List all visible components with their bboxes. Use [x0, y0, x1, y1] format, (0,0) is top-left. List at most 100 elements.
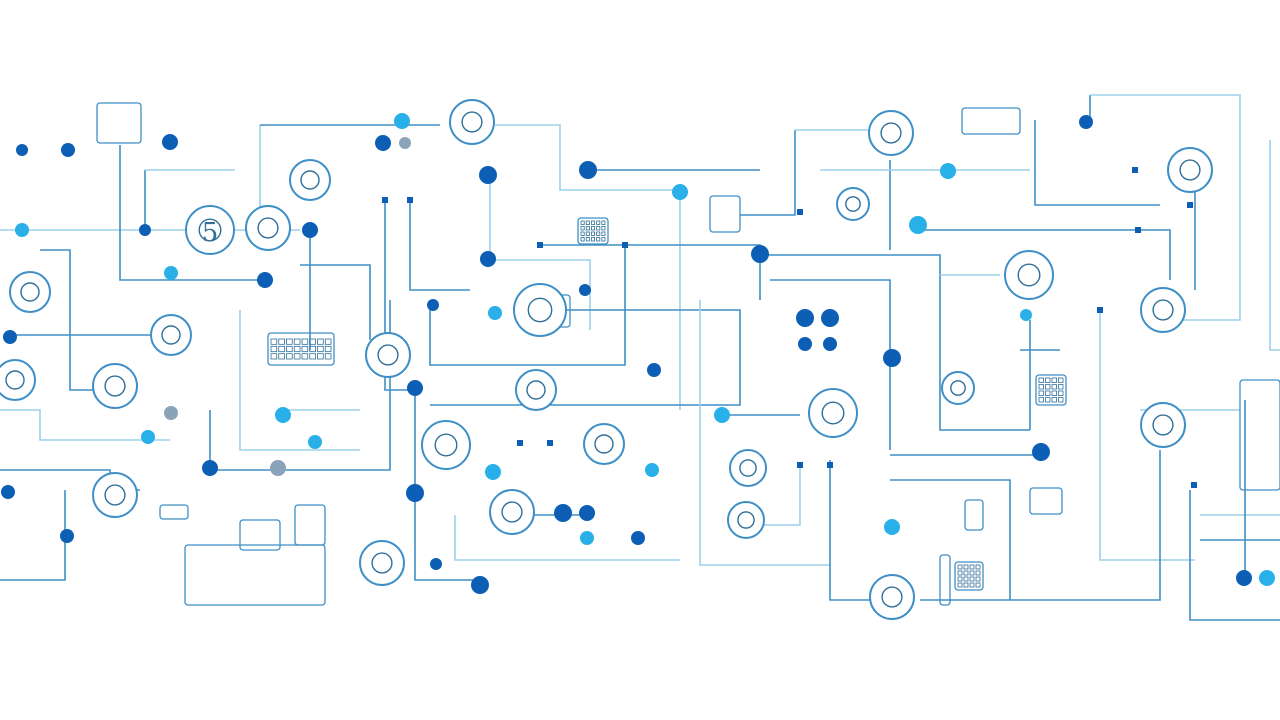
device-core [198, 218, 222, 242]
component-box [96, 102, 142, 144]
node [579, 505, 595, 521]
symbols-layer [0, 99, 1213, 620]
grid-cell [957, 564, 963, 570]
device-core [461, 111, 483, 133]
device-core [371, 552, 393, 574]
device-core [257, 217, 279, 239]
node [60, 529, 74, 543]
device-ring [1167, 147, 1213, 193]
node [554, 504, 572, 522]
node [302, 222, 318, 238]
device-core [737, 511, 755, 529]
grid-cell [596, 231, 601, 236]
node [579, 161, 597, 179]
grid-cell [270, 338, 278, 345]
node [645, 463, 659, 477]
node [61, 143, 75, 157]
node [479, 166, 497, 184]
grid-cell [963, 570, 969, 576]
device-ring [808, 388, 858, 438]
device-core [594, 434, 614, 454]
wire [429, 245, 626, 366]
wire [920, 229, 1171, 280]
grid-cell [1051, 390, 1057, 396]
grid-cell [1045, 384, 1051, 390]
wire [384, 200, 415, 391]
connector-tick [797, 209, 803, 215]
node [883, 349, 901, 367]
node [15, 223, 29, 237]
wire [540, 244, 761, 300]
node [485, 464, 501, 480]
component-box [1029, 487, 1063, 515]
grid-cell [969, 576, 975, 582]
device-core [821, 401, 845, 425]
component-box [577, 217, 609, 245]
device-core [1179, 159, 1201, 181]
wire [454, 515, 680, 561]
node [471, 576, 489, 594]
device-core [1017, 263, 1041, 287]
node [796, 309, 814, 327]
grid-cell [963, 564, 969, 570]
device-ring [92, 472, 138, 518]
node [1032, 443, 1050, 461]
component-box [267, 332, 335, 366]
grid-cell [957, 576, 963, 582]
grid-cell [309, 345, 316, 353]
wire [489, 175, 591, 330]
grid-cell [324, 353, 332, 360]
device-core [527, 297, 553, 323]
node [257, 272, 273, 288]
wire [1269, 140, 1280, 351]
grid-cell [1051, 397, 1057, 403]
wire [829, 460, 880, 601]
node [270, 460, 286, 476]
device-ring [185, 205, 235, 255]
connector-tick [1135, 227, 1141, 233]
node [798, 337, 812, 351]
node [1079, 115, 1093, 129]
grid-cell [963, 576, 969, 582]
wire [1189, 490, 1280, 621]
grid-cell [1045, 390, 1051, 396]
grid-cell [270, 345, 278, 353]
node [141, 430, 155, 444]
grid-cell [591, 231, 596, 236]
wire [740, 130, 796, 216]
grid-cell [286, 338, 293, 345]
device-core [5, 370, 25, 390]
device-ring [868, 110, 914, 156]
device-ring [1004, 250, 1054, 300]
wire [300, 264, 371, 340]
device-ring [449, 99, 495, 145]
grid-cell [293, 338, 301, 345]
device-core [881, 586, 903, 608]
node [631, 531, 645, 545]
device-ring [359, 540, 405, 586]
grid-cell [591, 226, 596, 231]
device-ring [583, 423, 625, 465]
device-ring [0, 359, 36, 401]
grid-cell [591, 237, 596, 242]
node [1259, 570, 1275, 586]
connector-tick [797, 462, 803, 468]
device-ring [9, 271, 51, 313]
device-core [300, 170, 320, 190]
node [430, 558, 442, 570]
node [308, 435, 322, 449]
component-box [239, 519, 281, 551]
device-core [104, 375, 126, 397]
grid-cell [278, 345, 285, 353]
grid-cell [1058, 397, 1064, 403]
grid-cell [301, 345, 309, 353]
node [162, 134, 178, 150]
grid-cell [309, 338, 316, 345]
wire [209, 300, 391, 471]
wire [760, 254, 1030, 431]
device-core [377, 344, 399, 366]
grid-cell [324, 345, 332, 353]
node [3, 330, 17, 344]
device-ring [941, 371, 975, 405]
device-core [501, 501, 523, 523]
